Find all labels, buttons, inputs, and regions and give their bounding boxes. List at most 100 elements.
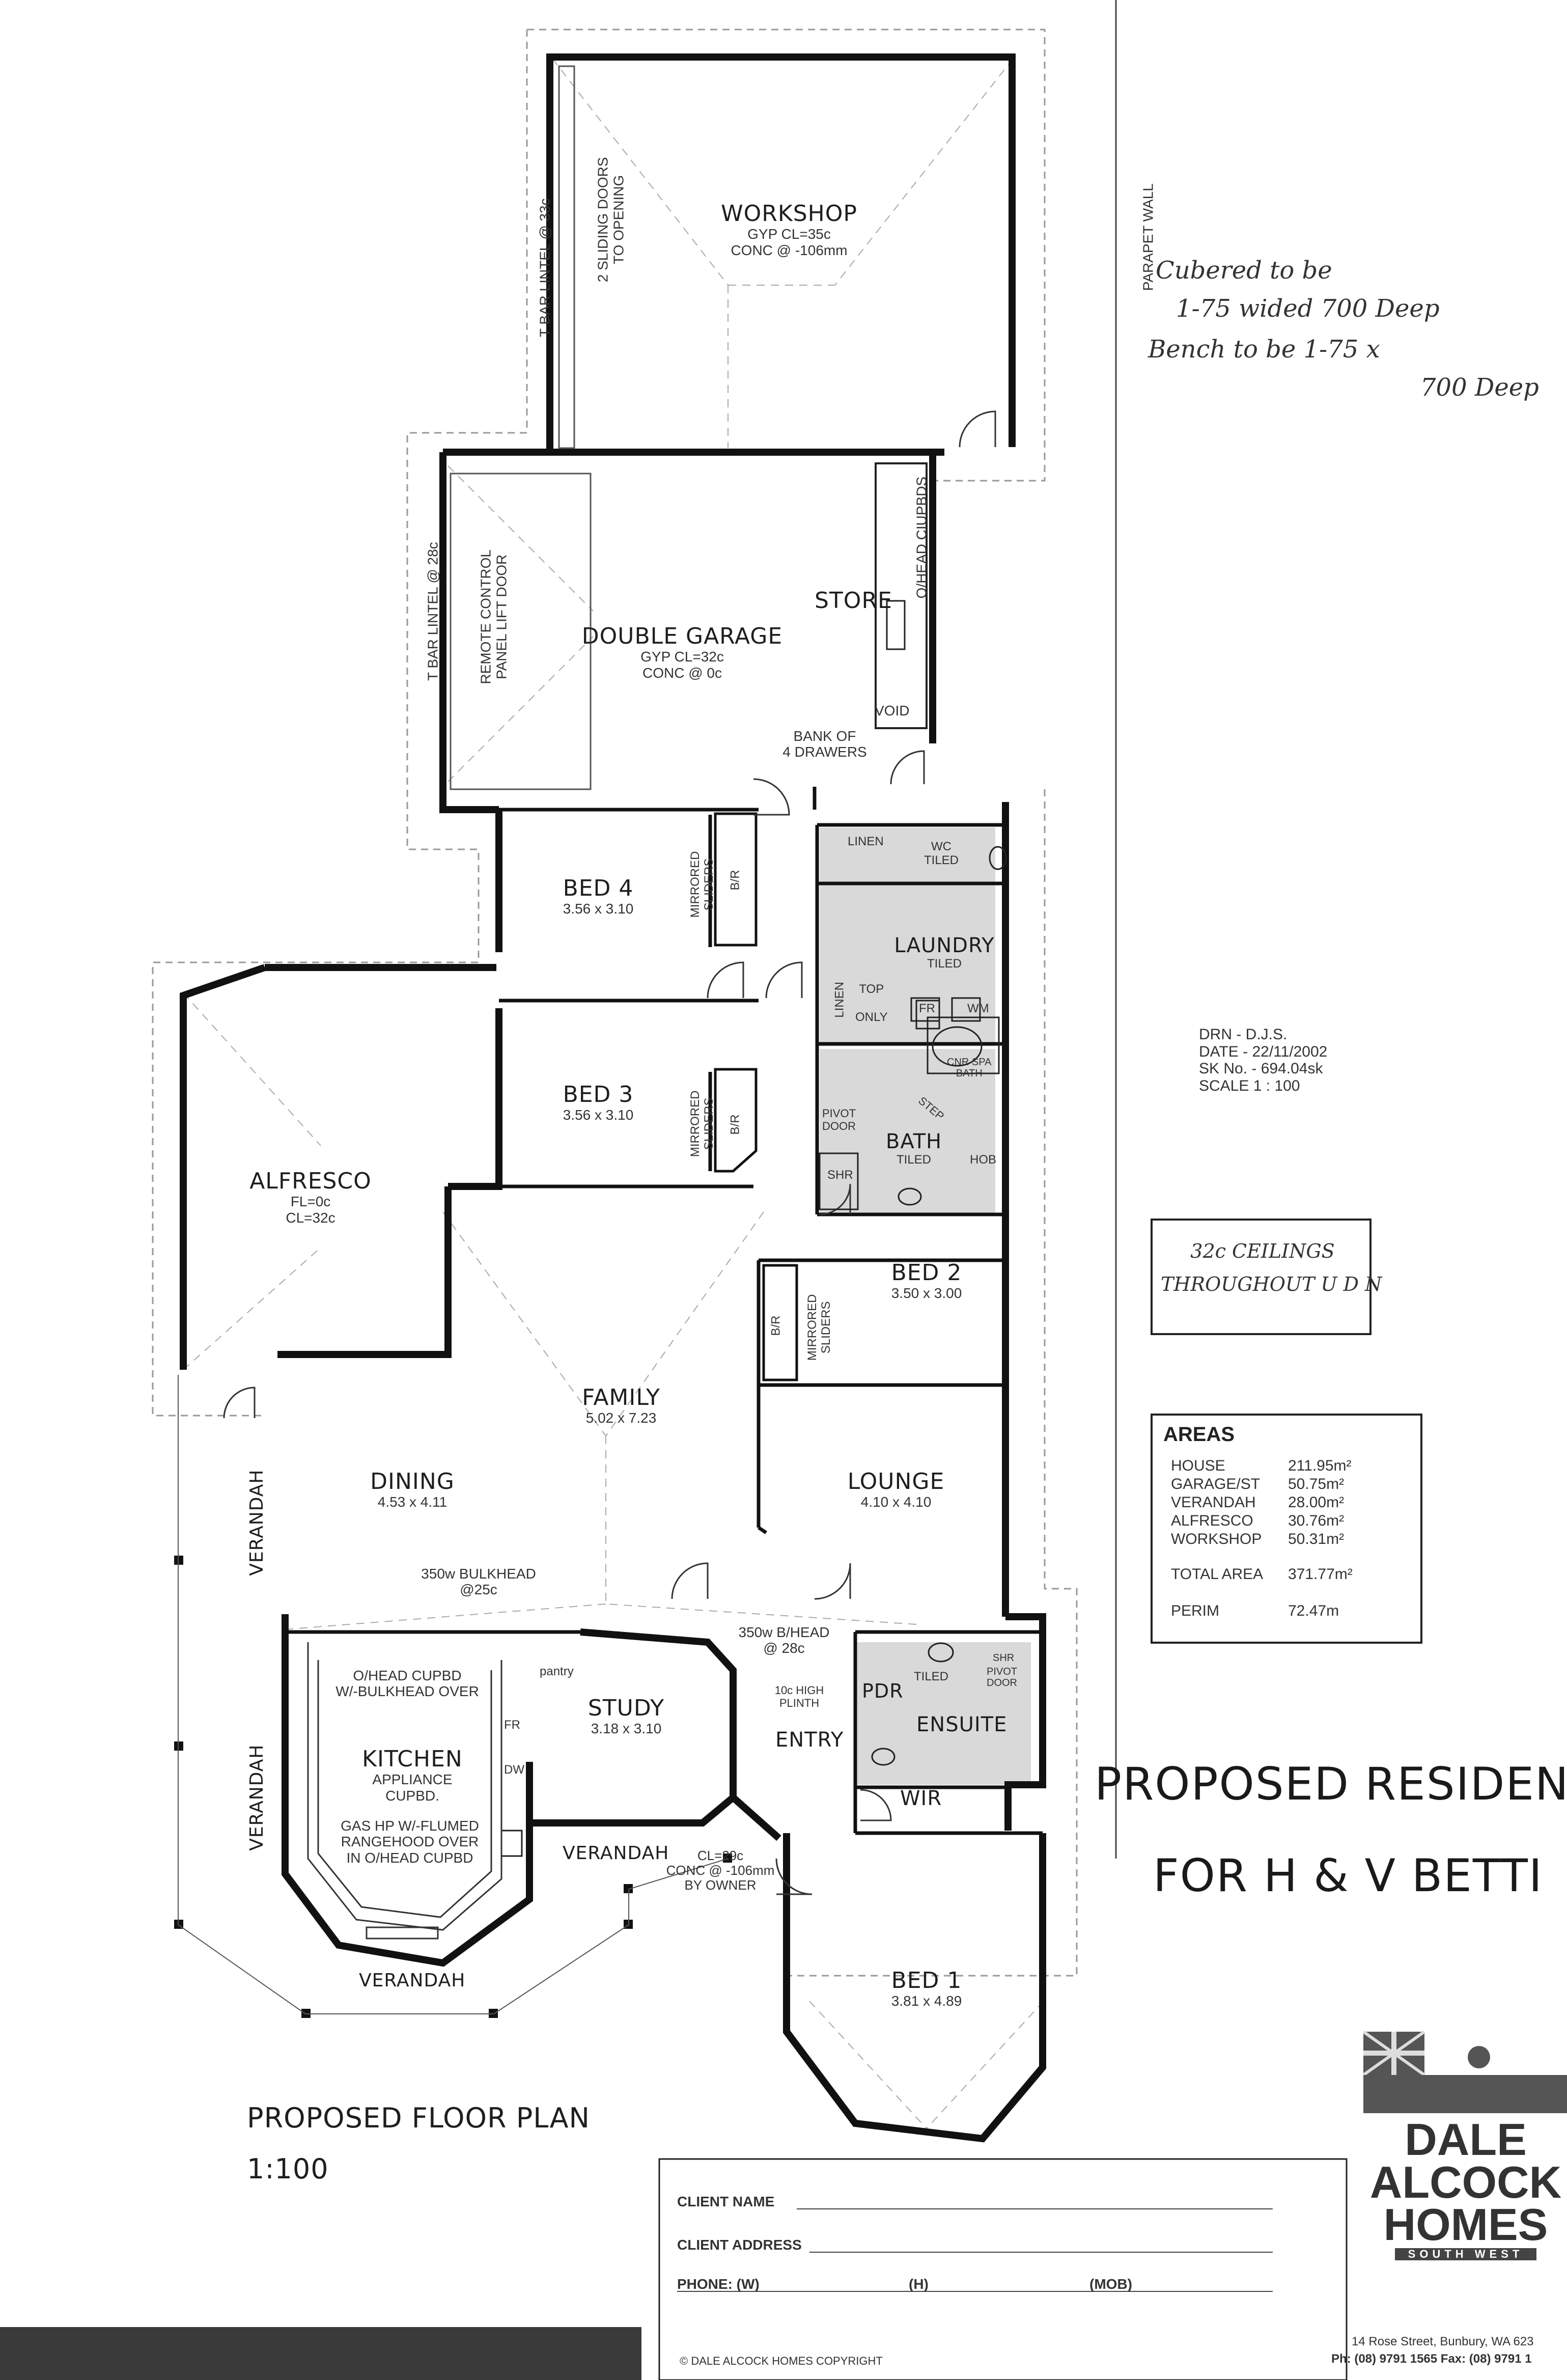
room-workshop: WORKSHOP GYP CL=35c CONC @ -106mm (687, 201, 891, 258)
fridge-label: FR (504, 1718, 520, 1732)
area-row-value: 50.75m² (1288, 1476, 1345, 1492)
ohead-cupbds-note: O/HEAD CIUPBDS (913, 476, 930, 599)
brand-address: 14 Rose Street, Bunbury, WA 623 (1352, 2335, 1534, 2348)
room-wir: WIR (900, 1787, 942, 1810)
project-title-line1: PROPOSED RESIDENCE (1095, 1758, 1567, 1810)
mirrored-sliders: MIRRORED SLIDERS (688, 1073, 716, 1175)
room-bed1: BED 1 3.81 x 4.89 (876, 1968, 977, 2009)
room-dim: 5.02 x 7.23 (585, 1410, 657, 1426)
linen-label: LINEN (832, 982, 847, 1018)
drawn-by: DRN - D.J.S. (1199, 1026, 1288, 1043)
mirrored-sliders: MIRRORED SLIDERS (805, 1277, 833, 1378)
ceilings-line: THROUGHOUT U D N (1161, 1272, 1382, 1295)
drawing-scale-info: SCALE 1 : 100 (1199, 1077, 1300, 1094)
room-name: LAUNDRY (894, 934, 995, 957)
note-line: PIVOT (987, 1666, 1018, 1677)
handwritten-note-line: Cubered to be (1156, 256, 1332, 285)
room-dim: 3.50 x 3.00 (891, 1285, 962, 1302)
top-only-label: TOP ONLY (855, 975, 888, 1031)
room-note: FL=0c (290, 1194, 331, 1210)
note-line: MIRRORED (805, 1294, 820, 1361)
note-line: @25c (460, 1582, 497, 1598)
note-line: CL=29c (697, 1848, 744, 1863)
store-shelving (875, 462, 928, 729)
eave-outline (152, 29, 1078, 1977)
note-line: WC (931, 840, 952, 853)
spa-label: CNR SPA BATH (947, 1057, 991, 1080)
handwritten-note-line: 700 Deep (1420, 373, 1539, 402)
note-line: 4 DRAWERS (782, 744, 867, 760)
room-note: CONC @ 0c (642, 665, 722, 681)
verandah-label: VERANDAH (359, 1970, 466, 1991)
linen-label: LINEN (848, 835, 884, 848)
plinth-note: 10c HIGH PLINTH (769, 1684, 830, 1709)
tbar-lintel-28: T BAR LINTEL @ 28c (425, 542, 441, 681)
note-line: SLIDERS (702, 1097, 716, 1150)
door-swings (223, 410, 996, 1895)
area-total-label: TOTAL AREA (1171, 1566, 1264, 1583)
area-row-value: 50.31m² (1288, 1531, 1345, 1547)
phone-mobile-label: (MOB) (1089, 2276, 1132, 2292)
verandah-label: VERANDAH (246, 1469, 267, 1576)
note-line: BY OWNER (684, 1877, 757, 1893)
brand-logo: DALE ALCOCK HOMES SOUTH WEST (1364, 2117, 1567, 2261)
wc-label: WC TILED (924, 840, 959, 868)
room-name: BED 4 (563, 875, 634, 901)
phone-work-label: PHONE: (W) (677, 2276, 760, 2292)
brand-line: ALCOCK (1369, 2156, 1562, 2207)
perimeter-value: 72.47m (1288, 1602, 1339, 1619)
drawing-title: PROPOSED FLOOR PLAN (247, 2102, 590, 2134)
pivot-door-label: PIVOT DOOR (987, 1666, 1017, 1689)
room-name: DINING (370, 1469, 455, 1495)
area-row-value: 30.76m² (1288, 1512, 1345, 1529)
room-alfresco: ALFRESCO FL=0c CL=32c (234, 1169, 387, 1226)
area-row-value: 28.00m² (1288, 1494, 1345, 1511)
room-study: STUDY 3.18 x 3.10 (565, 1696, 687, 1737)
room-dim: 4.10 x 4.10 (860, 1494, 932, 1510)
area-total-value: 371.77m² (1288, 1566, 1353, 1583)
handwritten-note-line: Bench to be 1-75 x (1148, 335, 1380, 364)
note-line: BATH (956, 1068, 983, 1080)
area-row-label: VERANDAH (1171, 1494, 1256, 1511)
room-dim: 4.53 x 4.11 (377, 1494, 447, 1510)
fridge-label: FR (919, 1002, 935, 1015)
drawn-date: DATE - 22/11/2002 (1199, 1043, 1328, 1060)
brand-flag-icon (1362, 2030, 1567, 2113)
ohead-cupbd-note: O/HEAD CUPBD W/-BULKHEAD OVER (316, 1668, 499, 1700)
room-dim: 3.56 x 3.10 (563, 901, 634, 917)
entry-note: CL=29c CONC @ -106mm BY OWNER (659, 1848, 781, 1893)
room-bed3: BED 3 3.56 x 3.10 (540, 1082, 657, 1123)
note-line: ONLY (855, 1010, 888, 1025)
room-garage: DOUBLE GARAGE GYP CL=32c CONC @ 0c (580, 624, 784, 681)
drawers-note: BANK OF 4 DRAWERS (774, 728, 876, 760)
room-name: BATH (885, 1130, 942, 1153)
room-laundry: LAUNDRY TILED (893, 934, 995, 971)
areas-box (1151, 1414, 1422, 1644)
brand-line: HOMES (1383, 2199, 1548, 2250)
pivot-door-label: PIVOT DOOR (822, 1107, 856, 1132)
note-line: SLIDERS (702, 858, 716, 911)
area-row-value: 211.95m² (1288, 1457, 1352, 1474)
robe-label: B/R (728, 870, 742, 891)
room-name: BED 2 (891, 1260, 962, 1286)
room-dim: 3.56 x 3.10 (563, 1107, 634, 1123)
remote-door-note: REMOTE CONTROL PANEL LIFT DOOR (478, 515, 510, 718)
note-line: PANEL LIFT DOOR (494, 554, 510, 680)
areas-heading: AREAS (1163, 1423, 1235, 1446)
room-note: GYP CL=32c (640, 649, 724, 665)
note-line: BANK OF (793, 728, 856, 744)
room-name: BED 1 (891, 1968, 962, 1994)
area-row-label: WORKSHOP (1171, 1531, 1262, 1547)
note-line: 10c HIGH (774, 1684, 824, 1697)
room-name: BED 3 (563, 1082, 634, 1108)
mirrored-sliders: MIRRORED SLIDERS (688, 834, 716, 935)
verandah-outline (178, 1375, 729, 2014)
room-note: CONC @ -106mm (731, 242, 848, 258)
room-bed2: BED 2 3.50 x 3.00 (876, 1260, 977, 1302)
room-lounge: LOUNGE 4.10 x 4.10 (845, 1469, 947, 1510)
room-note: CUPBD. (385, 1787, 439, 1804)
note-line: 350w B/HEAD (738, 1624, 830, 1640)
note-line: DOOR (822, 1119, 856, 1132)
phone-home-label: (H) (909, 2276, 929, 2292)
